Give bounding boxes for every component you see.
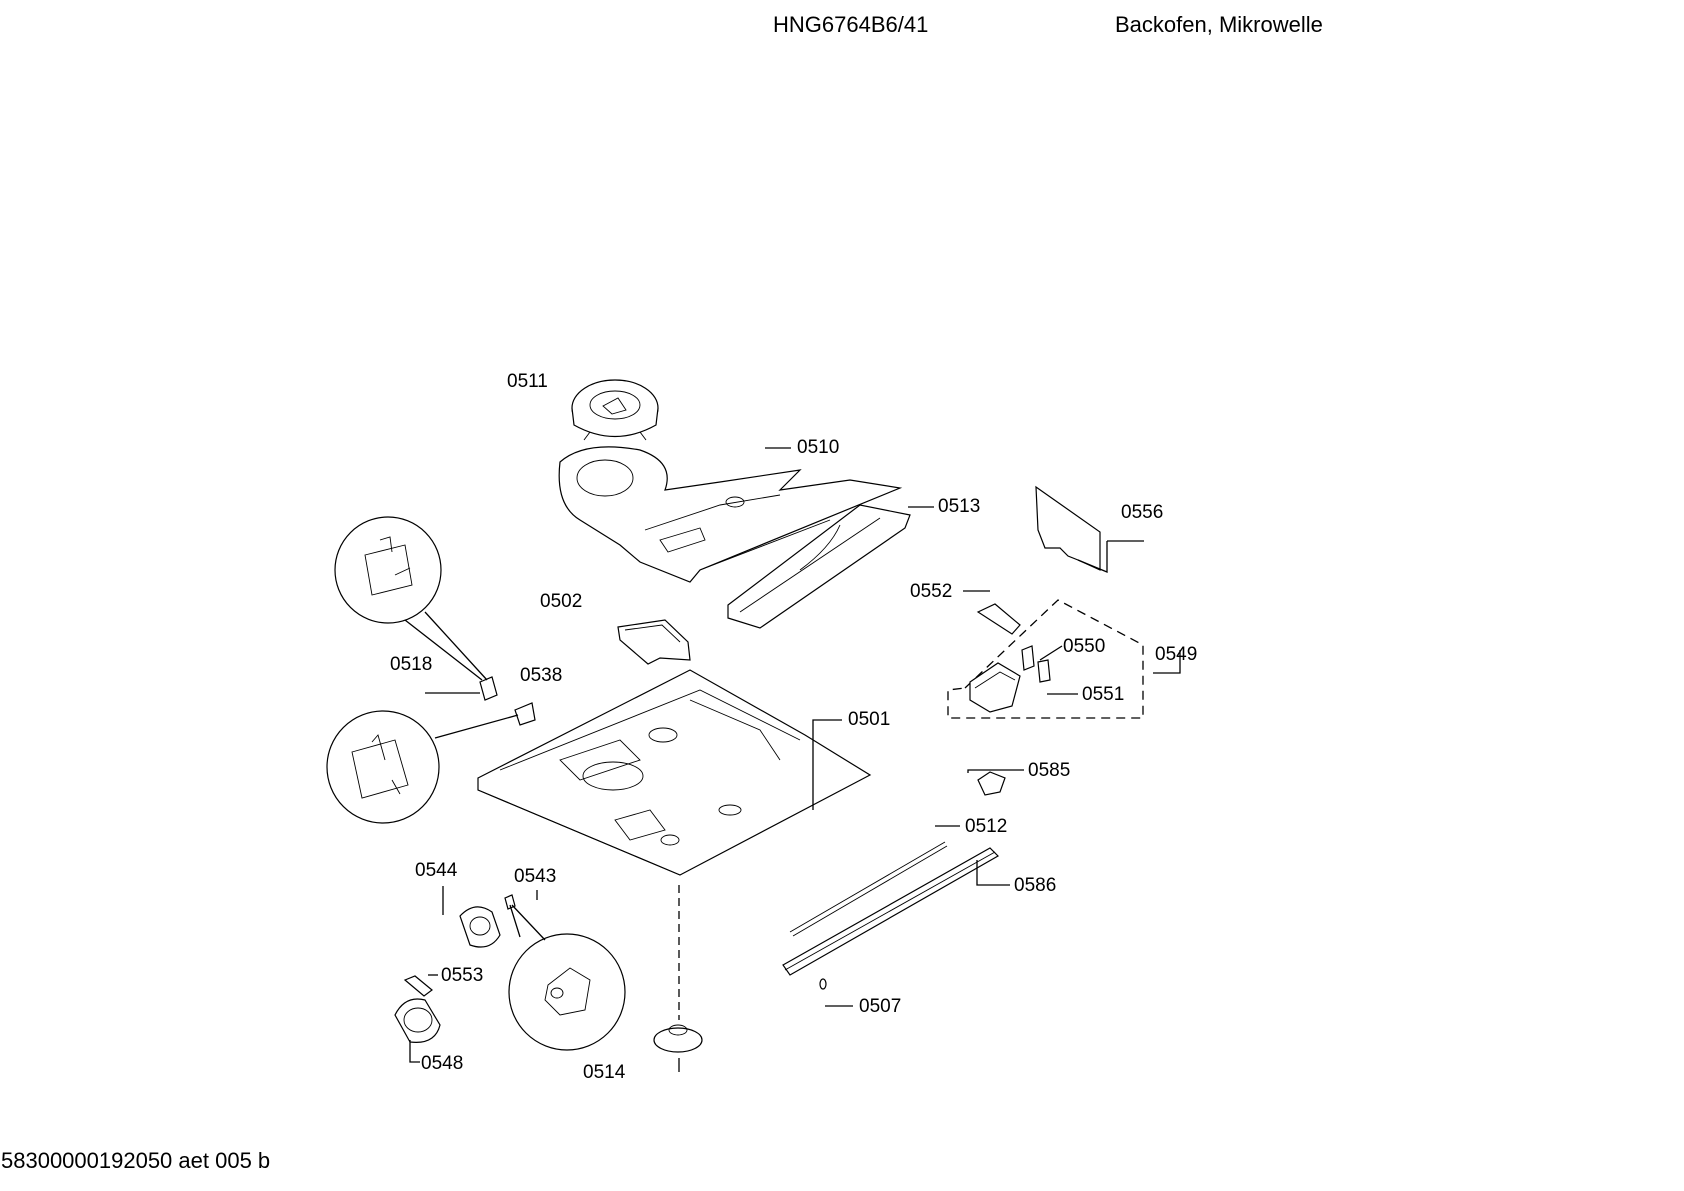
callout-0586: 0586 [1014, 875, 1056, 896]
callout-0543: 0543 [514, 866, 556, 887]
callout-0512: 0512 [965, 816, 1007, 837]
bracket-rail-0513[interactable] [727, 504, 911, 629]
callout-0544: 0544 [415, 860, 458, 881]
small-bracket-0502[interactable] [617, 619, 691, 665]
callout-0551: 0551 [1082, 684, 1124, 705]
turntable-0514[interactable] [653, 1024, 703, 1053]
part-0553[interactable] [403, 975, 433, 997]
callout-0552: 0552 [910, 581, 952, 602]
callout-0556: 0556 [1121, 502, 1163, 523]
sensor-0538[interactable] [326, 702, 536, 824]
clip-0552[interactable] [976, 603, 1021, 635]
switch-0550[interactable] [1021, 645, 1035, 671]
callout-0510: 0510 [797, 437, 839, 458]
document-reference: 58300000192050 aet 005 b [1, 1148, 271, 1173]
appliance-category: Backofen, Mikrowelle [1115, 12, 1323, 37]
rail-0586[interactable] [782, 847, 999, 976]
sensor-0518[interactable] [334, 516, 498, 701]
callout-0585: 0585 [1028, 760, 1070, 781]
motor-0544[interactable] [459, 906, 501, 948]
callout-0553: 0553 [441, 965, 483, 986]
callout-0550: 0550 [1063, 636, 1105, 657]
fan-wheel-0511[interactable] [571, 379, 659, 441]
switch-0551[interactable] [1037, 659, 1051, 683]
base-plate-0501[interactable] [477, 669, 872, 876]
rod-0512[interactable] [789, 841, 948, 937]
callout-0518: 0518 [390, 654, 432, 675]
part-0585[interactable] [977, 771, 1006, 796]
callout-0538: 0538 [520, 665, 562, 686]
part-0507[interactable] [819, 978, 827, 990]
callout-0502: 0502 [540, 591, 582, 612]
leader-lines [409, 447, 1181, 1063]
air-duct-0510[interactable] [558, 446, 903, 583]
callout-0501: 0501 [848, 709, 890, 730]
part-0543[interactable] [504, 894, 626, 1051]
callout-0514: 0514 [583, 1062, 626, 1083]
callout-0511: 0511 [507, 371, 548, 392]
callout-0507: 0507 [859, 996, 901, 1017]
callout-0549: 0549 [1155, 644, 1197, 665]
callout-0548: 0548 [421, 1053, 463, 1074]
gear-0548[interactable] [394, 998, 441, 1043]
insulation-sheet-0556[interactable] [1035, 485, 1101, 571]
callout-0513: 0513 [938, 496, 980, 517]
model-number: HNG6764B6/41 [773, 12, 929, 37]
terminal-block[interactable] [969, 662, 1021, 713]
group-outline-0549 [947, 599, 1144, 719]
